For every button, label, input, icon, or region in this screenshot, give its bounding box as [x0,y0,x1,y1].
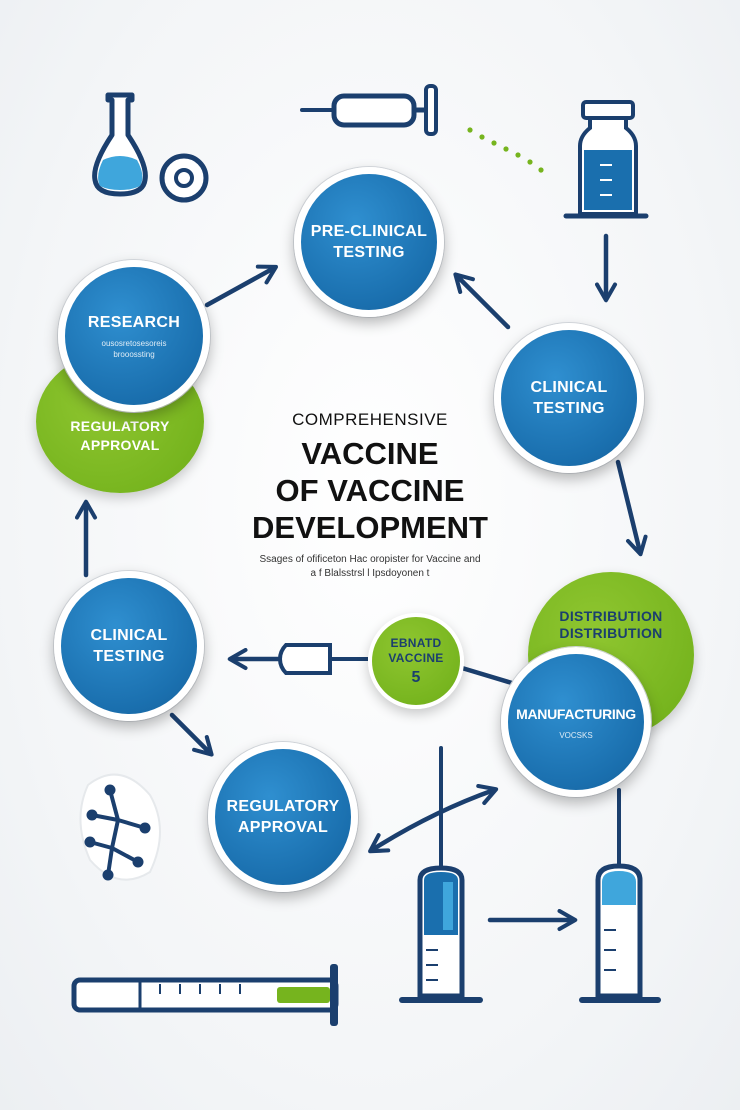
node-label: DISTRIBUTION [559,625,663,641]
node-label: PRE-CLINICAL [310,223,428,240]
syringe-small-icon [277,643,368,675]
node-pre-clinical-testing[interactable]: PRE-CLINICAL TESTING [294,167,444,317]
node-clinical-testing-right[interactable]: CLINICAL TESTING [494,323,644,473]
node-research[interactable]: RESEARCH ousosretosesoreis brooossting [58,260,210,412]
syringe-vertical-icon [399,746,483,1003]
subtitle-line: Ssages of ofificeton Hac oropister for V… [259,554,481,565]
arrow-clinical-to-regulatory [169,712,214,757]
node-sublabel: brooossting [113,350,155,359]
flask-icon [92,92,148,197]
node-label: DISTRIBUTION [559,608,663,624]
syringe-icon [300,84,438,136]
node-label: CLINICAL [530,379,608,396]
syringe-vertical-icon-right [579,788,661,1003]
molecule-icon [79,773,161,881]
node-label: REGULATORY [70,418,170,434]
node-label: EBNATD [390,635,442,650]
dotted-line-decoration [467,127,544,173]
node-label: APPROVAL [237,819,329,836]
flow-arrows [74,233,648,932]
subtitle-line: a f Blalsstrsl l Ipsdoyonen t [310,568,430,579]
node-manufacturing[interactable]: MANUFACTURING VOCSKS [501,647,651,797]
node-label: TESTING [333,244,405,261]
test-tube-icon [71,964,339,1026]
main-title-line: OF VACCINE [275,473,465,508]
node-clinical-testing-left[interactable]: CLINICAL TESTING [54,571,204,721]
arrow-double-curve [368,784,499,854]
node-label: TESTING [533,400,605,417]
main-title: VACCINE OF VACCINE DEVELOPMENT [170,435,570,546]
subtitle: Ssages of ofificeton Hac oropister for V… [210,553,530,581]
node-estimated-vaccine[interactable]: EBNATD VACCINE 5 [368,613,464,709]
node-label: CLINICAL [90,627,168,644]
ring-icon [159,153,209,203]
vial-icon [563,100,649,219]
main-title-line: DEVELOPMENT [252,510,488,545]
node-number: 5 [411,668,421,686]
main-title-line: VACCINE [301,436,439,471]
node-label: RESEARCH [87,314,181,331]
node-regulatory-approval-blue[interactable]: REGULATORY APPROVAL [208,742,358,892]
node-label: REGULATORY [226,798,340,815]
arrow-research-to-preclinical [204,264,278,308]
title-pre: COMPREHENSIVE [292,410,448,429]
node-label: TESTING [93,648,165,665]
node-label: APPROVAL [80,437,160,453]
arrow-estimated-connector [459,665,515,686]
node-label: VACCINE [388,650,444,665]
node-label: MANUFACTURING [516,705,636,722]
arrow-clinical-to-preclinical [453,272,511,330]
node-sublabel: VOCSKS [559,730,593,740]
node-sublabel: ousosretosesoreis [101,339,167,348]
arrow-clinical-to-distribution [615,459,648,557]
